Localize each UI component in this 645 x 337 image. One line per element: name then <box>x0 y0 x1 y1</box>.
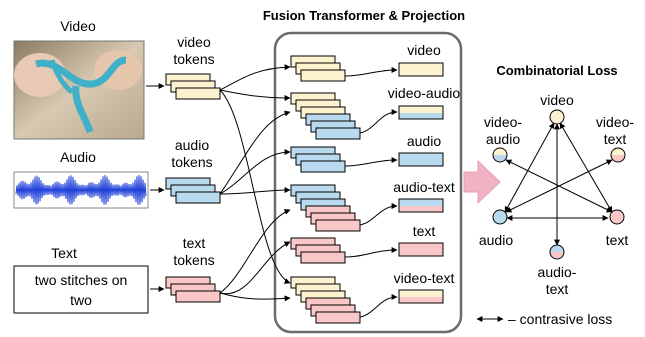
output-embedding-video-text <box>398 289 444 304</box>
loss-connections <box>504 122 613 246</box>
loss-node-text <box>609 209 625 225</box>
video-tokens-label-2: tokens <box>173 51 214 67</box>
fusion-transformer-box <box>273 31 463 334</box>
loss-node-audio <box>492 209 508 225</box>
loss-node-label-audio: audio <box>479 232 513 248</box>
output-embedding-video-audio <box>398 105 444 120</box>
token-to-fusion-connections <box>219 64 291 302</box>
output-embedding-video <box>398 62 444 77</box>
output-label-text: text <box>413 223 436 239</box>
loss-node-label-video-audio-1: video- <box>484 114 522 130</box>
fusion-to-output-arrows <box>344 67 398 318</box>
text-tokens-label-1: text <box>183 235 206 251</box>
loss-node-label-video: video <box>540 92 574 108</box>
output-label-video-audio: video-audio <box>388 85 461 101</box>
fusion-stack-video-text <box>290 276 361 324</box>
fusion-to-loss-arrow <box>463 159 501 205</box>
video-token-stack <box>165 73 221 100</box>
audio-waveform <box>13 171 149 209</box>
audio-token-stack <box>165 177 221 204</box>
output-embedding-audio-text <box>398 198 444 213</box>
audio-tokens-label-1: audio <box>175 137 209 153</box>
fusion-stack-video-audio <box>290 92 361 140</box>
text-tokens-label-2: tokens <box>173 252 214 268</box>
text-input-content-line1: two stitches on <box>35 272 128 288</box>
output-embedding-audio <box>398 152 444 167</box>
text-token-stack <box>165 276 221 303</box>
video-tokens-label-1: video <box>177 34 211 50</box>
fusion-stack-video <box>290 55 346 82</box>
loss-node-label-video-audio-2: audio <box>486 131 520 147</box>
video-input-label: Video <box>60 18 96 34</box>
loss-title: Combinatorial Loss <box>496 63 617 78</box>
output-label-video: video <box>407 42 441 58</box>
loss-node-label-audio-text-1: audio- <box>538 264 577 280</box>
output-label-audio-text: audio-text <box>393 179 455 195</box>
legend-label: – contrasive loss <box>508 311 612 327</box>
loss-node-label-text: text <box>606 232 629 248</box>
output-embedding-text <box>398 242 444 257</box>
audio-tokens-label-2: tokens <box>171 154 212 170</box>
text-input-box <box>13 265 149 314</box>
loss-node-audio-text <box>549 244 565 260</box>
loss-node-video <box>549 109 565 125</box>
diagram-title: Fusion Transformer & Projection <box>263 8 465 23</box>
audio-input-label: Audio <box>60 149 96 165</box>
fusion-stack-text <box>290 237 346 264</box>
text-input-content-line2: two <box>70 292 92 308</box>
loss-node-video-text <box>610 147 626 163</box>
fusion-stack-audio-text <box>290 184 361 232</box>
output-label-video-text: video-text <box>394 270 455 286</box>
loss-node-label-video-text-2: text <box>604 131 627 147</box>
video-thumbnail <box>13 40 145 140</box>
loss-node-label-audio-text-2: text <box>546 281 569 297</box>
loss-node-label-video-text-1: video- <box>596 114 634 130</box>
text-input-label: Text <box>51 245 77 261</box>
loss-node-video-audio <box>492 147 508 163</box>
fusion-stack-audio <box>290 146 346 173</box>
output-label-audio: audio <box>407 133 441 149</box>
